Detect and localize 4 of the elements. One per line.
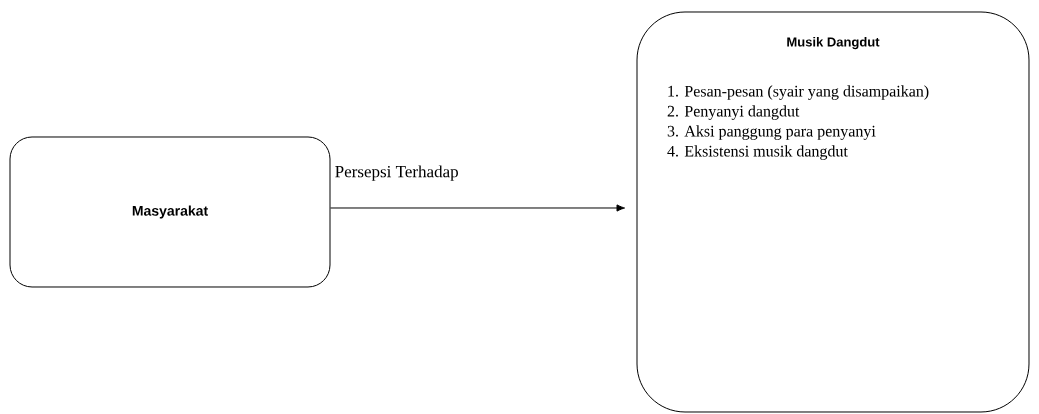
edge-label: Persepsi Terhadap (333, 164, 460, 182)
rounded-box: Musik Dangdut 1. Pesan-pesan (syair yang disampaikan) 2. Penyanyi dangdut 3. Aksi panggung para penyanyi 4. Eksistensi musik dangdut (636, 11, 1030, 413)
rounded-box: Masyarakat (9, 136, 331, 288)
arrow (330, 204, 626, 212)
